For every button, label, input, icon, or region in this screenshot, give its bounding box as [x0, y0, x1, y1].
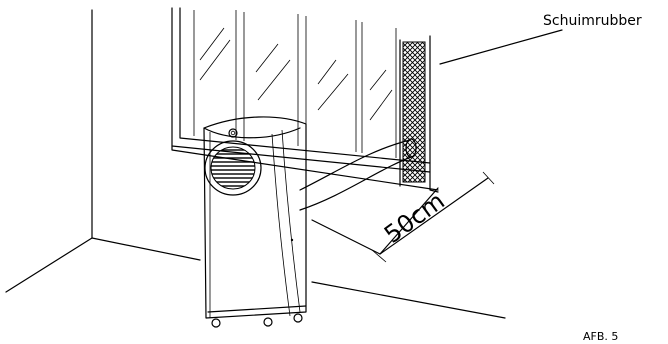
foam-label: Schuimrubber: [543, 13, 642, 29]
distance-label: 50cm: [379, 187, 450, 249]
foam-rubber-strip: [400, 40, 425, 186]
floor-dimension: 50cm: [312, 172, 494, 262]
foam-callout: Schuimrubber: [440, 13, 642, 64]
air-conditioner-unit: [204, 117, 306, 327]
exhaust-hose: [300, 139, 416, 210]
figure-number: AFB. 5: [583, 330, 618, 343]
